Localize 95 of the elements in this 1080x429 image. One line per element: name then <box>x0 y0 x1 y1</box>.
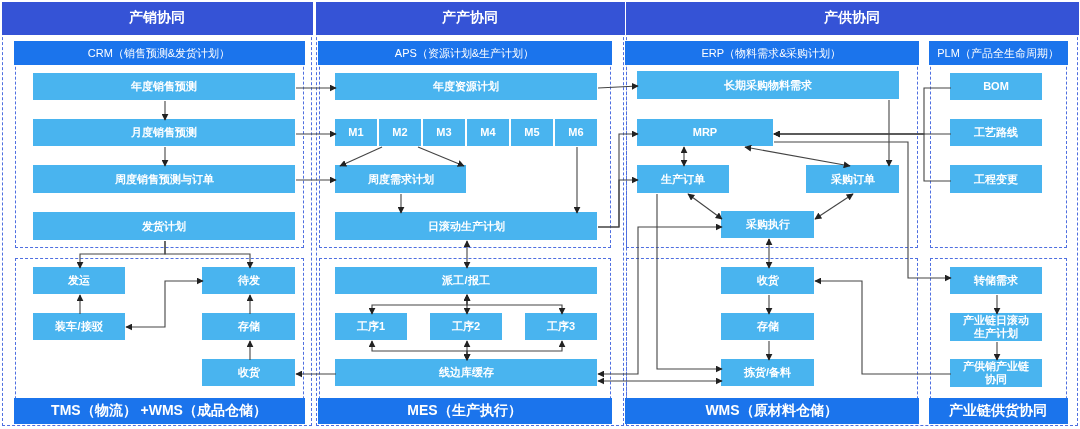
process-box: 收货 <box>202 359 295 386</box>
group-frame <box>929 41 1067 248</box>
group-title-bar: PLM（产品全生命周期） <box>928 41 1068 65</box>
arrow <box>814 277 952 375</box>
column-header: 产供协同 <box>625 1 1079 35</box>
arrow <box>339 146 383 167</box>
arrow <box>597 223 723 378</box>
process-box: 工序3 <box>525 313 597 340</box>
group-frame <box>929 257 1067 424</box>
process-box: 生产订单 <box>637 165 729 193</box>
group-title-bar: ERP（物料需求&采购计划） <box>624 41 919 65</box>
group-title-bar: TMS（物流） +WMS（成品仓储） <box>13 398 305 424</box>
process-box: 产业链日滚动生产计划 <box>950 313 1042 341</box>
process-box: 年度资源计划 <box>335 73 597 100</box>
group-frame <box>318 257 611 424</box>
process-box: 日滚动生产计划 <box>335 212 597 240</box>
column-header: 产销协同 <box>1 1 313 35</box>
arrow <box>993 294 1001 315</box>
arrow <box>573 146 581 214</box>
process-box: 月度销售预测 <box>33 119 295 146</box>
arrow <box>765 340 773 361</box>
arrow <box>885 99 893 167</box>
process-box: 存储 <box>202 313 295 340</box>
process-box: 发运 <box>33 267 125 294</box>
process-box: 周度销售预测与订单 <box>33 165 295 193</box>
process-box: 转储需求 <box>950 267 1042 294</box>
process-box: 工程变更 <box>950 165 1042 193</box>
process-box: 线边库缓存 <box>335 359 597 386</box>
process-box: 工序2 <box>430 313 502 340</box>
arrow <box>597 176 639 228</box>
group-title-bar: MES（生产执行） <box>317 398 612 424</box>
process-box: 年度销售预测 <box>33 73 295 100</box>
process-box: BOM <box>950 73 1042 100</box>
arrow <box>744 144 851 169</box>
arrow <box>463 294 566 315</box>
process-box: 采购订单 <box>806 165 899 193</box>
arrow <box>125 277 204 331</box>
process-box: 长期采购物料需求 <box>637 71 899 99</box>
arrow <box>597 377 723 385</box>
arrow <box>814 193 854 220</box>
arrow <box>295 176 337 184</box>
arrow <box>161 100 169 121</box>
arrow <box>295 84 337 92</box>
process-box: 产供销产业链协同 <box>950 359 1042 387</box>
arrow <box>680 146 688 167</box>
process-box: 收货 <box>721 267 814 294</box>
arrow <box>161 146 169 167</box>
group-frame <box>14 257 304 424</box>
process-box: 工序1 <box>335 313 407 340</box>
group-frame <box>318 41 611 248</box>
process-box: M2 <box>379 119 421 146</box>
arrow <box>765 238 773 269</box>
arrow <box>765 294 773 315</box>
column-frame <box>626 2 1078 426</box>
process-box: M4 <box>467 119 509 146</box>
arrow <box>773 130 952 182</box>
group-title-bar: 产业链供货协同 <box>928 398 1068 424</box>
arrow <box>597 82 639 90</box>
arrow <box>656 193 723 373</box>
process-box: 存储 <box>721 313 814 340</box>
process-box: M5 <box>511 119 553 146</box>
arrow <box>164 240 254 269</box>
process-box: M3 <box>423 119 465 146</box>
process-box: MRP <box>637 119 773 146</box>
arrow <box>463 240 471 269</box>
arrow <box>417 146 465 167</box>
column-header: 产产协同 <box>315 1 625 35</box>
process-box: 派工/报工 <box>335 267 597 294</box>
group-title-bar: WMS（原材料仓储） <box>624 398 919 424</box>
process-box: M1 <box>335 119 377 146</box>
arrow <box>246 294 254 315</box>
process-box: 拣货/备料 <box>721 359 814 386</box>
process-box: 待发 <box>202 267 295 294</box>
arrow <box>993 341 1001 361</box>
arrow <box>463 340 566 361</box>
process-box: 装车/接驳 <box>33 313 125 340</box>
process-box: 工艺路线 <box>950 119 1042 146</box>
process-box: M6 <box>555 119 597 146</box>
column-frame <box>316 2 624 426</box>
group-title-bar: CRM（销售预测&发货计划） <box>13 41 305 65</box>
arrow <box>246 340 254 361</box>
arrow <box>295 130 337 138</box>
arrow <box>76 294 84 315</box>
process-box: 发货计划 <box>33 212 295 240</box>
process-box: 采购执行 <box>721 211 814 238</box>
arrow <box>295 370 337 378</box>
column-frame <box>2 2 312 426</box>
arrow <box>397 193 405 214</box>
arrow <box>687 193 723 220</box>
group-frame <box>625 41 918 248</box>
group-frame <box>625 257 918 424</box>
arrow <box>773 141 952 282</box>
process-box: 周度需求计划 <box>335 165 466 193</box>
group-frame <box>14 41 304 248</box>
group-title-bar: APS（资源计划&生产计划） <box>317 41 612 65</box>
